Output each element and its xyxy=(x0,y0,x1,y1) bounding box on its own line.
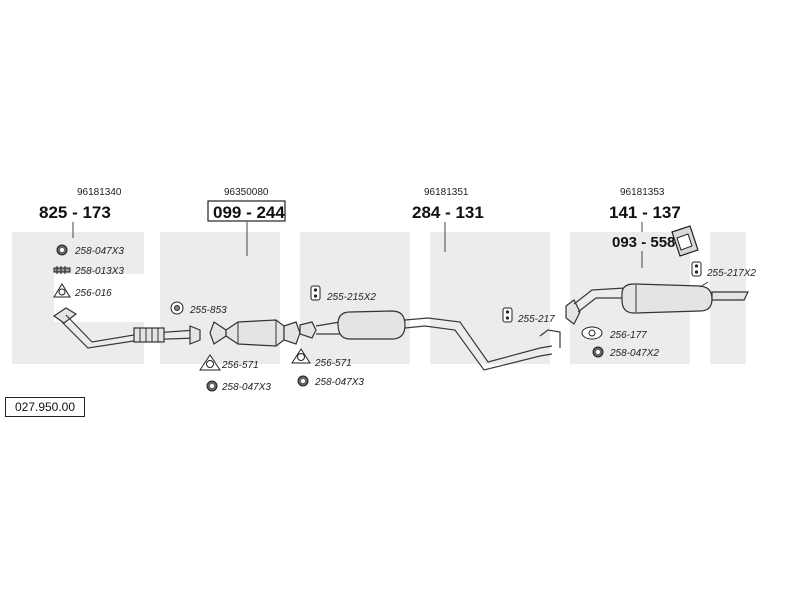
secondary-part-number[interactable]: 093 - 558 xyxy=(612,234,675,251)
gasket-icon xyxy=(291,348,311,364)
group-catalytic-converter: 96350080 099 - 244 255-853 256-571 258-0… xyxy=(170,187,301,393)
group-intermediate-fittings: 255-215X2 256-571 258-047X3 xyxy=(291,285,376,388)
rubber-hanger-icon xyxy=(691,261,702,277)
accessory-label[interactable]: 255-217 xyxy=(517,314,555,325)
rubber-hanger-icon xyxy=(310,285,321,301)
accessory-label[interactable]: 255-217X2 xyxy=(706,268,756,279)
accessory-label[interactable]: 258-013X3 xyxy=(74,266,124,277)
nut-icon xyxy=(56,244,68,256)
center-muffler-part xyxy=(299,310,561,371)
nut-icon xyxy=(206,380,218,392)
spring-bolt-icon xyxy=(53,266,71,274)
accessory-label[interactable]: 256-571 xyxy=(221,360,259,371)
front-pipe-part xyxy=(52,307,201,349)
accessory-label[interactable]: 255-853 xyxy=(189,305,227,316)
accessory-label[interactable]: 258-047X3 xyxy=(221,382,271,393)
oem-number: 96181340 xyxy=(77,187,122,198)
oem-number: 96181353 xyxy=(620,187,665,198)
oem-number: 96350080 xyxy=(224,187,269,198)
group-front-pipe: 96181340 825 - 173 258-047X3 258-013X3 2… xyxy=(39,187,201,349)
group-center-muffler: 96181351 284 - 131 255-217 xyxy=(299,187,561,371)
accessory-label[interactable]: 256-016 xyxy=(74,288,112,299)
nut-icon xyxy=(297,375,309,387)
part-number[interactable]: 099 - 244 xyxy=(213,203,285,222)
group-rear-muffler: 96181353 141 - 137 093 - 558 255-217X2 2… xyxy=(565,187,756,359)
clamp-icon xyxy=(170,301,184,315)
accessory-label[interactable]: 258-047X3 xyxy=(314,377,364,388)
rear-muffler-part xyxy=(565,281,749,325)
gasket-icon xyxy=(199,354,221,371)
accessory-label[interactable]: 256-177 xyxy=(609,330,647,341)
nut-icon xyxy=(592,346,604,358)
catalog-number: 027.950.00 xyxy=(5,397,85,417)
part-number[interactable]: 825 - 173 xyxy=(39,203,111,222)
mounting-bracket-icon xyxy=(671,225,699,257)
gasket-icon xyxy=(581,326,603,340)
accessory-label[interactable]: 256-571 xyxy=(314,358,352,369)
accessory-label[interactable]: 258-047X3 xyxy=(74,246,124,257)
rubber-hanger-icon xyxy=(502,307,513,323)
accessory-label[interactable]: 258-047X2 xyxy=(609,348,659,359)
gasket-icon xyxy=(53,283,71,298)
part-number-box xyxy=(207,200,286,222)
part-number[interactable]: 141 - 137 xyxy=(609,203,681,222)
accessory-label[interactable]: 255-215X2 xyxy=(326,292,376,303)
catalytic-converter-part xyxy=(209,319,301,347)
oem-number: 96181351 xyxy=(424,187,469,198)
part-number[interactable]: 284 - 131 xyxy=(412,203,484,222)
